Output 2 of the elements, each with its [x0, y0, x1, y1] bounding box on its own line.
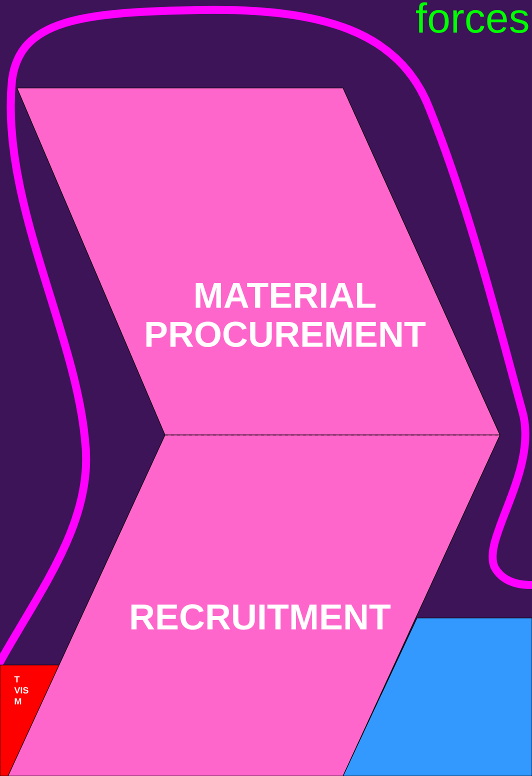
chevron-step: MATERIAL PROCUREMENT — [16, 88, 500, 436]
heading-text: forces — [416, 2, 528, 33]
